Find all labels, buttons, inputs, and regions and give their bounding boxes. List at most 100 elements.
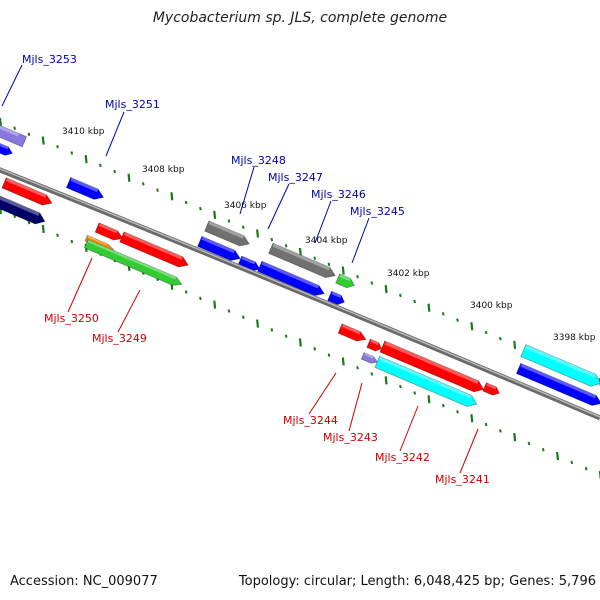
tick-mark: [413, 299, 417, 304]
tick-mark: [470, 414, 474, 423]
tick-mark: [156, 188, 159, 192]
gene-arrow[interactable]: [0, 194, 47, 227]
gene-arrow[interactable]: [0, 141, 14, 157]
tick-mark: [570, 460, 574, 465]
accession-text: Accession: NC_009077: [10, 574, 158, 589]
genome-summary-text: Topology: circular; Length: 6,048,425 bp…: [238, 574, 596, 589]
tick-mark: [284, 244, 288, 248]
gene-label[interactable]: Mjls_3241: [435, 473, 490, 486]
position-label: 3398 kbp: [553, 333, 596, 343]
gene-arrow[interactable]: [515, 362, 600, 408]
gene-label[interactable]: Mjls_3244: [283, 414, 338, 427]
tick-mark: [213, 210, 217, 219]
tick-mark: [470, 322, 474, 331]
tick-mark: [427, 303, 431, 312]
gene-arrow[interactable]: [204, 220, 252, 249]
tick-mark: [184, 290, 188, 294]
gene-arrow[interactable]: [366, 338, 383, 353]
gene-arrow[interactable]: [335, 273, 356, 290]
tick-mark: [341, 266, 345, 275]
tick-mark: [241, 225, 245, 229]
tick-mark: [499, 336, 502, 341]
tick-mark: [227, 309, 231, 313]
tick-mark: [13, 126, 17, 130]
gene-arrow[interactable]: [379, 340, 486, 395]
tick-mark: [584, 466, 588, 471]
gene-arrow[interactable]: [65, 176, 105, 203]
gene-label[interactable]: Mjls_3245: [350, 205, 405, 218]
label-leader-line: [117, 289, 141, 333]
gene-label[interactable]: Mjls_3251: [105, 98, 160, 111]
gene-arrow[interactable]: [257, 260, 327, 298]
tick-mark: [556, 451, 560, 461]
tick-mark: [41, 224, 45, 234]
gene-arrow[interactable]: [0, 121, 28, 148]
tick-mark: [370, 372, 374, 376]
position-label: 3410 kbp: [62, 127, 105, 137]
label-leader-line: [67, 257, 93, 313]
tick-mark: [356, 275, 359, 279]
gene-label[interactable]: Mjls_3242: [375, 451, 430, 464]
tick-mark: [541, 448, 545, 452]
tick-mark: [99, 163, 102, 168]
gene-arrow[interactable]: [337, 323, 368, 344]
tick-mark: [298, 338, 302, 347]
tick-mark: [484, 422, 488, 427]
label-leader-line: [399, 405, 419, 452]
gene-label[interactable]: Mjls_3247: [268, 171, 323, 184]
gene-label[interactable]: Mjls_3246: [311, 188, 366, 201]
tick-mark: [513, 340, 517, 349]
position-label: 3400 kbp: [470, 301, 513, 311]
tick-mark: [413, 391, 417, 395]
label-leader-line: [314, 200, 332, 244]
tick-mark: [256, 319, 260, 328]
gene-arrow[interactable]: [1, 177, 54, 208]
tick-mark: [370, 281, 374, 285]
gene-arrow[interactable]: [94, 222, 125, 243]
label-leaders: [1, 64, 479, 474]
tick-mark: [341, 357, 345, 366]
tick-mark: [327, 262, 331, 267]
gene-label[interactable]: Mjls_3250: [44, 312, 99, 325]
tick-mark: [384, 376, 388, 385]
tick-mark: [213, 300, 217, 309]
gene-arrow[interactable]: [119, 231, 191, 270]
gene-label[interactable]: Mjls_3243: [323, 431, 378, 444]
tick-mark: [41, 136, 45, 145]
tick-mark: [241, 315, 245, 320]
tick-mark: [70, 151, 74, 155]
gene-arrow[interactable]: [197, 235, 243, 263]
label-leader-line: [308, 372, 337, 415]
gene-arrow[interactable]: [268, 242, 338, 280]
tick-mark: [27, 220, 31, 225]
label-leader-line: [105, 111, 125, 157]
tick-mark: [56, 145, 59, 149]
position-label: 3404 kbp: [305, 236, 348, 246]
tick-mark: [113, 169, 117, 174]
gene-arrow[interactable]: [374, 355, 479, 409]
gene-label[interactable]: Mjls_3248: [231, 154, 286, 167]
gene-labels: Mjls_3253Mjls_3251Mjls_3248Mjls_3247Mjls…: [22, 53, 490, 486]
tick-mark: [399, 384, 402, 389]
tick-mark: [313, 347, 317, 351]
tick-mark: [127, 173, 131, 182]
tick-mark: [441, 403, 445, 408]
gene-features: [0, 121, 600, 409]
tick-mark: [84, 155, 88, 164]
tick-mark: [141, 182, 145, 186]
genome-backbone-highlight: [0, 168, 600, 418]
gene-arrow[interactable]: [520, 344, 600, 390]
tick-mark: [13, 214, 17, 219]
tick-mark: [356, 365, 359, 370]
tick-mark: [298, 247, 302, 257]
gene-arrow[interactable]: [327, 290, 347, 306]
gene-arrow[interactable]: [83, 239, 183, 289]
gene-label[interactable]: Mjls_3249: [92, 332, 147, 345]
position-label: 3406 kbp: [224, 201, 267, 211]
tick-mark: [399, 293, 402, 298]
gene-arrow[interactable]: [482, 382, 501, 398]
gene-label[interactable]: Mjls_3253: [22, 53, 77, 66]
gene-arrow[interactable]: [360, 352, 379, 366]
label-leader-line: [351, 217, 370, 264]
